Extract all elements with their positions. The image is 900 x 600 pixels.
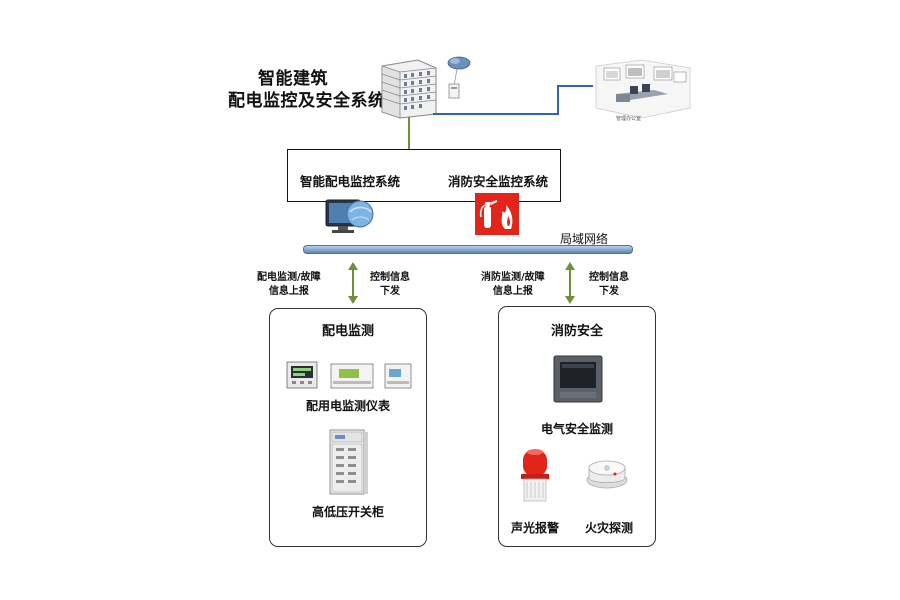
meter-label: 配用电监测仪表 [305,399,390,413]
fire-safety-panel [498,306,656,547]
remote-link-line [433,85,593,115]
alarm-light-icon [521,449,549,502]
cloud-router-icon [447,56,471,99]
lan-label: 局域网络 [560,232,609,246]
power-monitoring-system-label: 智能配电监控系统 [300,174,401,189]
fire-monitoring-system-label: 消防安全监控系统 [448,174,549,189]
switchgear-cabinet-icon [329,429,368,495]
power-monitoring-panel [269,308,427,547]
fire-extinguisher-icon [475,193,519,235]
title-line-1: 智能建筑 [258,69,328,89]
electrical-monitor-icon [553,355,603,403]
right-download-label: 控制信息 下发 [589,272,629,297]
left-download-label: 控制信息 下发 [370,272,410,297]
detector-label: 火灾探测 [584,521,633,535]
smoke-detector-icon [586,460,628,489]
electrical-monitor-label: 电气安全监测 [540,422,613,436]
alarm-label: 声光报警 [510,521,559,535]
remote-room-image [595,59,691,119]
lan-bar [303,245,633,254]
title-line-2: 配电监控及安全系统 [228,91,386,111]
power-meter-icon [286,361,412,389]
right-upload-label: 消防监测/故障 信息上报 [481,272,545,297]
arrow-up-down-icon [565,262,575,304]
arrow-up-down-icon [348,262,358,304]
building-icon [381,59,437,119]
power-monitoring-title: 配电监测 [321,324,374,339]
fire-safety-title: 消防安全 [550,324,603,339]
remote-room-label: 管理办公室 [616,116,642,122]
left-upload-label: 配电监测/故障 信息上报 [257,272,321,297]
monitor-icon [325,199,374,233]
cabinet-label: 高低压开关柜 [311,505,384,519]
